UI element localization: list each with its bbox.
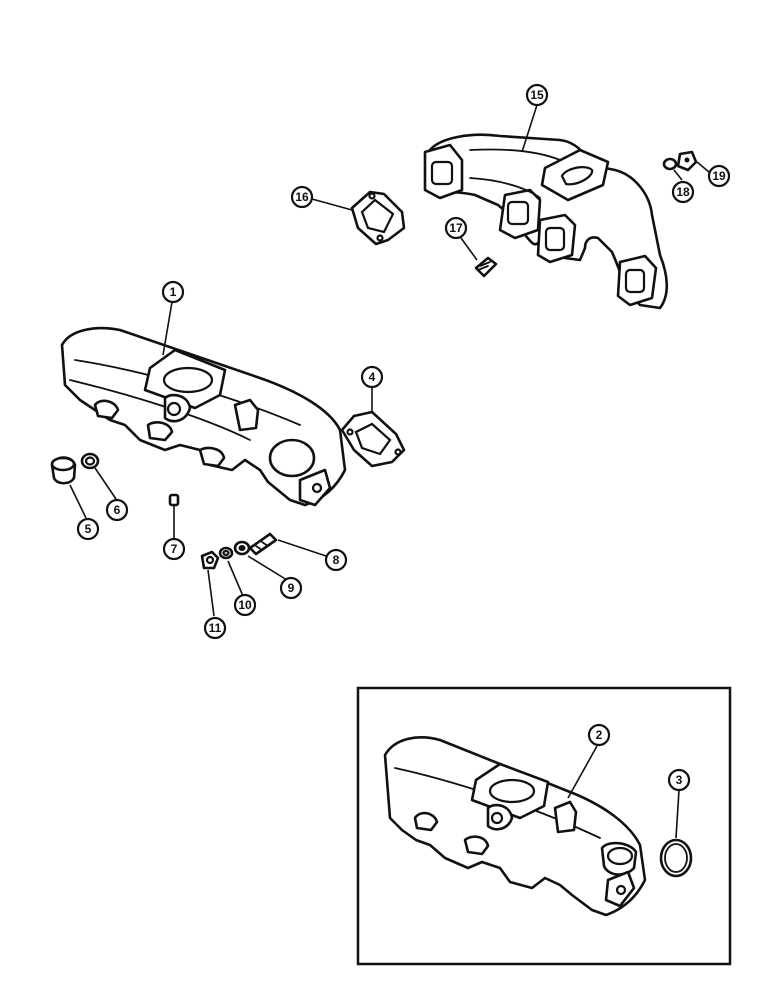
callout-16: 16 — [290, 185, 314, 209]
part-11-nut — [200, 550, 220, 570]
part-7-pin — [168, 493, 180, 507]
callout-2-label: 2 — [596, 728, 603, 742]
part-10-lockwasher — [218, 546, 234, 560]
leader-lines — [69, 104, 710, 839]
callout-1: 1 — [161, 280, 185, 304]
callout-9-label: 9 — [288, 581, 295, 595]
callout-7: 7 — [162, 537, 186, 561]
callout-4-label: 4 — [369, 370, 376, 384]
callout-19: 19 — [707, 164, 731, 188]
callout-3: 3 — [667, 768, 691, 792]
callout-7-label: 7 — [171, 542, 178, 556]
part-15-upper-manifold — [423, 133, 669, 310]
callout-2: 2 — [587, 723, 611, 747]
inset-frame — [356, 686, 732, 966]
callout-18-label: 18 — [676, 185, 690, 199]
part-1-lower-manifold — [60, 326, 347, 507]
callout-8: 8 — [324, 548, 348, 572]
callout-15-label: 15 — [530, 88, 544, 102]
callout-17: 17 — [444, 216, 468, 240]
part-6-washer — [80, 452, 100, 470]
callout-6-label: 6 — [114, 503, 121, 517]
callout-3-label: 3 — [676, 773, 683, 787]
callout-8-label: 8 — [333, 553, 340, 567]
callout-11-label: 11 — [209, 621, 222, 635]
part-5-plug — [50, 456, 77, 485]
callout-16-label: 16 — [295, 190, 309, 204]
callout-10: 10 — [233, 593, 257, 617]
callout-15: 15 — [525, 83, 549, 107]
callout-10-label: 10 — [238, 598, 252, 612]
part-8-stud — [248, 532, 278, 556]
part-18-washer — [662, 157, 678, 171]
callout-6: 6 — [105, 498, 129, 522]
callout-17-label: 17 — [449, 221, 463, 235]
callout-18: 18 — [671, 180, 695, 204]
part-3-ring — [659, 838, 693, 878]
part-17-stud — [474, 256, 498, 278]
part-16-gasket — [350, 190, 406, 246]
callout-11: 11 — [203, 616, 227, 640]
part-19-nut — [676, 150, 698, 172]
part-2-alt-manifold — [383, 736, 647, 917]
part-9-washer — [233, 540, 251, 556]
callout-1-label: 1 — [170, 285, 177, 299]
callout-19-label: 19 — [712, 169, 726, 183]
callout-9: 9 — [279, 576, 303, 600]
callout-5-label: 5 — [85, 522, 92, 536]
callout-5: 5 — [76, 517, 100, 541]
callout-4: 4 — [360, 365, 384, 389]
part-4-gasket — [340, 410, 406, 468]
